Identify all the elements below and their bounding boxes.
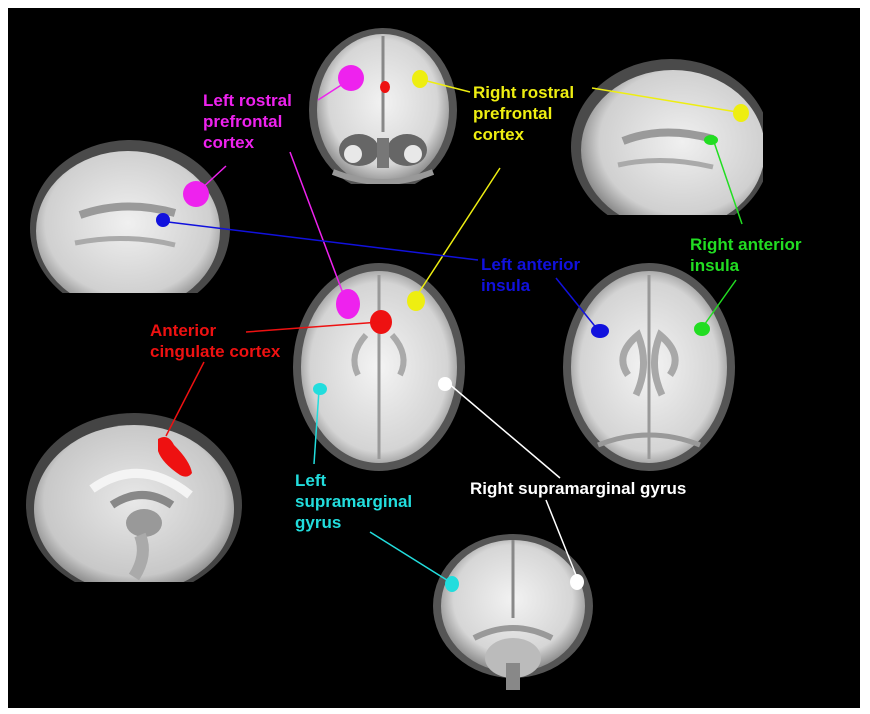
label-right-anterior-insula: Right anterior insula xyxy=(690,235,802,275)
label-left-supramarginal-gyrus: Left supramarginal gyrus xyxy=(295,471,413,532)
blob-left-smg-coronal xyxy=(445,576,459,592)
blob-acc-axial xyxy=(370,310,392,334)
blob-acc-coronal xyxy=(380,81,390,93)
axial-slice-center xyxy=(288,255,470,477)
blob-right-rostral-pfc-axial xyxy=(407,291,425,311)
blob-right-rostral-pfc-sagittal xyxy=(733,104,749,122)
blob-right-insula-axial xyxy=(694,322,710,336)
sagittal-slice-left xyxy=(30,133,235,293)
blob-acc-sagittal xyxy=(158,437,192,477)
axial-slice-right xyxy=(558,255,740,477)
blob-right-smg-axial xyxy=(438,377,452,391)
label-left-anterior-insula: Left anterior insula xyxy=(481,255,581,295)
label-right-rostral-prefrontal-cortex: Right rostral prefrontal cortex xyxy=(473,83,575,144)
blob-left-rostral-pfc-coronal xyxy=(338,65,364,91)
sagittal-slice-midline xyxy=(22,405,244,582)
label-right-supramarginal-gyrus: Right supramarginal gyrus xyxy=(470,479,687,498)
blob-right-rostral-pfc-coronal xyxy=(412,70,428,88)
coronal-slice-top xyxy=(293,22,473,184)
blob-left-rostral-pfc-sagittal xyxy=(183,181,209,207)
blob-right-insula-sagittal xyxy=(704,135,718,145)
blob-left-rostral-pfc-axial xyxy=(336,289,360,319)
label-anterior-cingulate-cortex: Anterior cingulate cortex xyxy=(150,321,281,361)
blob-left-insula-sagittal xyxy=(156,213,170,227)
label-left-rostral-prefrontal-cortex: Left rostral prefrontal cortex xyxy=(203,91,292,152)
coronal-slice-bottom xyxy=(424,528,602,690)
blob-left-smg-axial xyxy=(313,383,327,395)
blob-right-smg-coronal xyxy=(570,574,584,590)
sagittal-slice-right xyxy=(563,55,763,215)
blob-left-insula-axial xyxy=(591,324,609,338)
